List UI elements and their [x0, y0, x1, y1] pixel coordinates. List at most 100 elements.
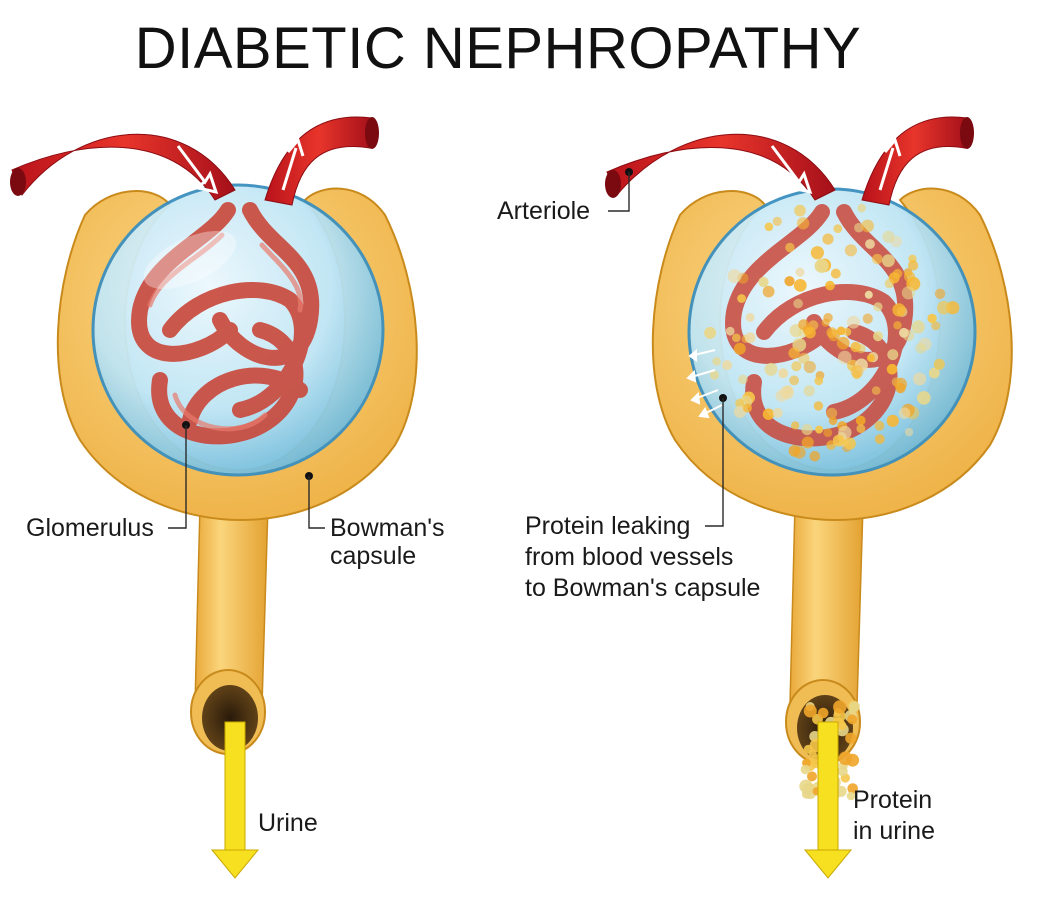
- protein-particle: [838, 751, 853, 766]
- glomerulus-label: Glomerulus: [26, 514, 154, 542]
- protein-particle: [837, 766, 848, 777]
- protein-particle: [788, 347, 800, 359]
- protein-in-urine-label: Protein in urine: [853, 786, 939, 845]
- protein-particle: [733, 342, 746, 355]
- protein-particle: [830, 268, 841, 279]
- protein-particle: [933, 358, 945, 370]
- protein-particle: [798, 352, 810, 364]
- protein-particle: [823, 428, 833, 438]
- renal-tubule: [789, 504, 864, 706]
- protein-particle: [764, 362, 778, 376]
- protein-particle: [742, 403, 752, 413]
- protein-particle: [856, 424, 866, 433]
- protein-particles: [704, 203, 960, 462]
- protein-particle: [712, 357, 721, 366]
- protein-particle: [762, 408, 775, 420]
- protein-particle: [855, 415, 866, 426]
- protein-particle: [837, 721, 847, 731]
- protein-particle: [874, 434, 885, 444]
- protein-particle: [758, 276, 769, 288]
- protein-particle: [822, 233, 834, 245]
- protein-particle: [803, 360, 816, 374]
- inflow-arrow-icon: [770, 145, 813, 195]
- protein-particle: [934, 288, 946, 299]
- bowmans-capsule-label: Bowman's capsule: [330, 514, 452, 570]
- protein-particle: [722, 360, 733, 371]
- diagram-title: DIABETIC NEPHROPATHY: [135, 16, 862, 81]
- protein-particle: [893, 321, 902, 330]
- protein-particle: [873, 302, 883, 312]
- protein-particle: [809, 451, 821, 462]
- protein-particle: [857, 203, 866, 213]
- afferent-arteriole: [11, 133, 236, 201]
- protein-particle: [737, 294, 746, 303]
- protein-leak-arrows: [686, 348, 723, 419]
- protein-particle: [836, 326, 846, 336]
- glomerular-capillary-loops: [131, 202, 320, 445]
- protein-particle: [865, 239, 875, 249]
- protein-particle: [791, 421, 800, 430]
- protein-particle: [801, 436, 814, 449]
- protein-particle: [866, 354, 875, 363]
- protein-particle: [793, 446, 806, 459]
- protein-particle: [843, 437, 856, 450]
- protein-particle: [826, 407, 838, 419]
- protein-particle: [847, 783, 858, 794]
- protein-particle: [911, 320, 925, 334]
- protein-particle: [801, 424, 813, 436]
- urine-arrow-right: [803, 721, 853, 879]
- protein-particle: [904, 427, 914, 437]
- outflow-arrow-icon: [281, 136, 305, 191]
- protein-particle: [764, 222, 774, 232]
- protein-particle: [915, 343, 926, 354]
- protein-particle: [803, 744, 813, 754]
- protein-in-urine-line-2: in urine: [853, 817, 935, 845]
- protein-particle: [775, 389, 788, 402]
- protein-particle: [796, 217, 810, 230]
- protein-particle: [798, 319, 809, 330]
- protein-particle: [832, 434, 845, 447]
- protein-particle: [864, 290, 873, 299]
- protein-in-urine-line-1: Protein: [853, 786, 932, 814]
- protein-particle: [908, 260, 919, 271]
- protein-particle: [856, 344, 866, 354]
- urine-arrow-left: [210, 721, 260, 879]
- protein-particle: [850, 365, 864, 378]
- protein-particle: [814, 376, 824, 386]
- protein-particle: [725, 326, 735, 336]
- protein-particle: [861, 219, 874, 233]
- protein-particle: [846, 791, 856, 801]
- protein-particle: [887, 349, 899, 361]
- arteriole-leader-line: [608, 172, 630, 212]
- protein-particle: [709, 370, 720, 380]
- protein-particle: [794, 204, 806, 217]
- protein-particle: [793, 298, 803, 309]
- protein-particle: [928, 367, 940, 379]
- protein-particle: [884, 278, 895, 289]
- protein-particle: [789, 375, 799, 386]
- protein-particle: [803, 385, 815, 397]
- afferent-arteriole: [606, 133, 836, 201]
- protein-leaking-leader-line: [705, 398, 724, 527]
- protein-particle: [772, 407, 783, 418]
- healthy-nephron: [10, 116, 418, 755]
- diabetic-nephron: [605, 116, 1013, 801]
- protein-particle: [762, 285, 775, 298]
- outflow-arrow-icon: [878, 136, 902, 191]
- protein-particle: [917, 391, 931, 405]
- protein-particle: [913, 372, 927, 386]
- protein-particle: [899, 327, 909, 338]
- protein-particle: [862, 313, 873, 324]
- protein-particle: [795, 267, 805, 277]
- protein-particle: [804, 327, 816, 339]
- protein-particle: [784, 276, 795, 287]
- protein-particle: [931, 321, 941, 331]
- bowmans-capsule-label-line-1: Bowman's: [330, 514, 445, 542]
- protein-particle: [732, 333, 741, 343]
- protein-particle: [704, 326, 717, 339]
- protein-particle: [894, 377, 907, 391]
- protein-particle: [825, 280, 835, 291]
- protein-particle: [810, 246, 825, 260]
- protein-particle: [791, 361, 802, 372]
